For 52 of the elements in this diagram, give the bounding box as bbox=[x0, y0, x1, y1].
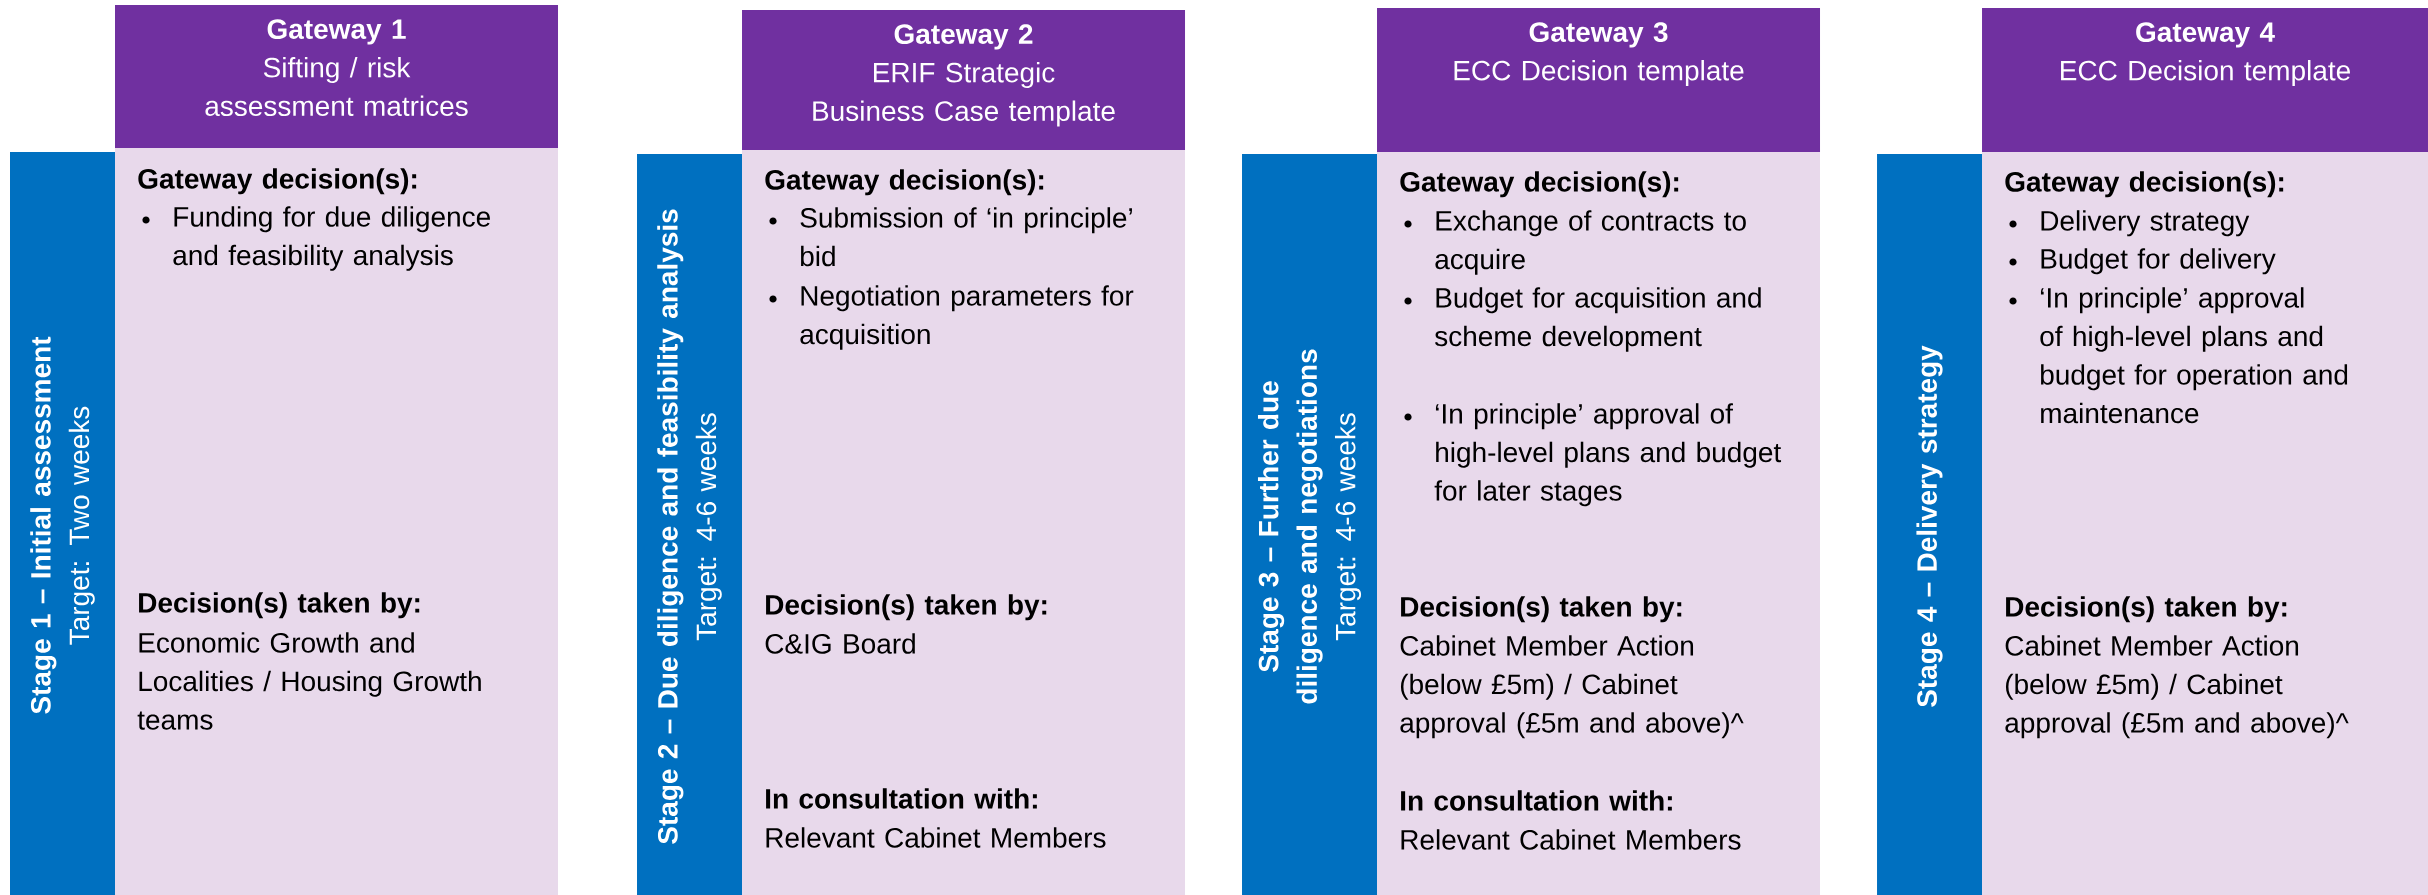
body-text: Cabinet Member Action (below £5m) / Cabinet approval (£5m and above)^ bbox=[1400, 635, 1744, 739]
header-title: Gateway 4 bbox=[2136, 22, 2275, 48]
content-panel bbox=[742, 150, 1185, 895]
header-subtitle: ECC Decision template bbox=[1454, 60, 1744, 87]
header-subtitle: ERIF Strategic Business Case template bbox=[813, 62, 1115, 127]
stage-bar bbox=[10, 152, 115, 895]
section-heading: Decision(s) taken by: bbox=[2006, 596, 2287, 623]
bullet-item: Budget for acquisition and scheme development bbox=[1404, 287, 1761, 352]
bullet-item: Exchange of contracts to acquire bbox=[1404, 210, 1746, 275]
stage-target: Target: 4-6 weeks bbox=[695, 413, 722, 641]
bullet-item: ‘In principle’ approval of high-level plans and budget for operation and maintenance bbox=[2009, 287, 2348, 424]
bullet-item: ‘In principle’ approval of high-level plans and budget for later stages bbox=[1404, 403, 1782, 507]
stage-bar bbox=[1877, 154, 1982, 895]
header-subtitle: Sifting / risk assessment matrices bbox=[205, 57, 468, 116]
section-heading: Decision(s) taken by: bbox=[766, 594, 1047, 621]
section-heading: Decision(s) taken by: bbox=[139, 592, 420, 619]
stage-title: Stage 3 – Further due diligence and negotiations bbox=[1258, 349, 1323, 704]
body-text: Relevant Cabinet Members bbox=[766, 827, 1106, 848]
bullet-item: Submission of ‘in principle’ bid bbox=[769, 207, 1132, 267]
stage-target: Target: 4-6 weeks bbox=[1335, 413, 1362, 641]
header-title: Gateway 1 bbox=[267, 19, 406, 45]
body-text: Relevant Cabinet Members bbox=[1401, 829, 1741, 850]
body-text: C&IG Board bbox=[765, 633, 915, 654]
section-heading: Gateway decision(s): bbox=[2005, 171, 2284, 198]
body-text: Economic Growth and Localities / Housing Growth teams bbox=[137, 632, 481, 730]
section-heading: Gateway decision(s): bbox=[765, 169, 1044, 196]
header-title: Gateway 2 bbox=[894, 24, 1033, 50]
gateway-header bbox=[1982, 8, 2428, 152]
gateway-header bbox=[1377, 8, 1820, 152]
section-heading: In consultation with: bbox=[766, 788, 1037, 809]
section-heading: Gateway decision(s): bbox=[138, 168, 417, 195]
gateway-header bbox=[115, 5, 558, 148]
content-panel bbox=[115, 148, 558, 895]
header-subtitle: ECC Decision template bbox=[2061, 60, 2350, 87]
stage-bar bbox=[1242, 154, 1377, 895]
header-title: Gateway 3 bbox=[1529, 22, 1668, 48]
bullet-item: Negotiation parameters for acquisition bbox=[769, 285, 1134, 350]
gateway-header bbox=[742, 10, 1185, 150]
stage-bar bbox=[637, 154, 742, 895]
stage-title: Stage 4 – Delivery strategy bbox=[1916, 345, 1943, 707]
stage-title: Stage 1 – Initial assessment bbox=[30, 336, 57, 714]
section-heading: In consultation with: bbox=[1401, 790, 1672, 811]
content-panel bbox=[1377, 152, 1820, 895]
section-heading: Gateway decision(s): bbox=[1400, 171, 1679, 198]
bullet-item: Funding for due diligence and feasibility analysis bbox=[142, 206, 490, 271]
stage-title: Stage 2 – Due diligence and feasibility analysis bbox=[657, 209, 684, 844]
bullet-item: Delivery strategy bbox=[2009, 210, 2250, 237]
section-heading: Decision(s) taken by: bbox=[1401, 596, 1682, 623]
body-text: Cabinet Member Action (below £5m) / Cabinet approval (£5m and above)^ bbox=[2005, 635, 2349, 739]
content-panel bbox=[1982, 152, 2428, 895]
stage-target: Target: Two weeks bbox=[68, 406, 95, 645]
bullet-item: Budget for delivery bbox=[2009, 248, 2276, 275]
